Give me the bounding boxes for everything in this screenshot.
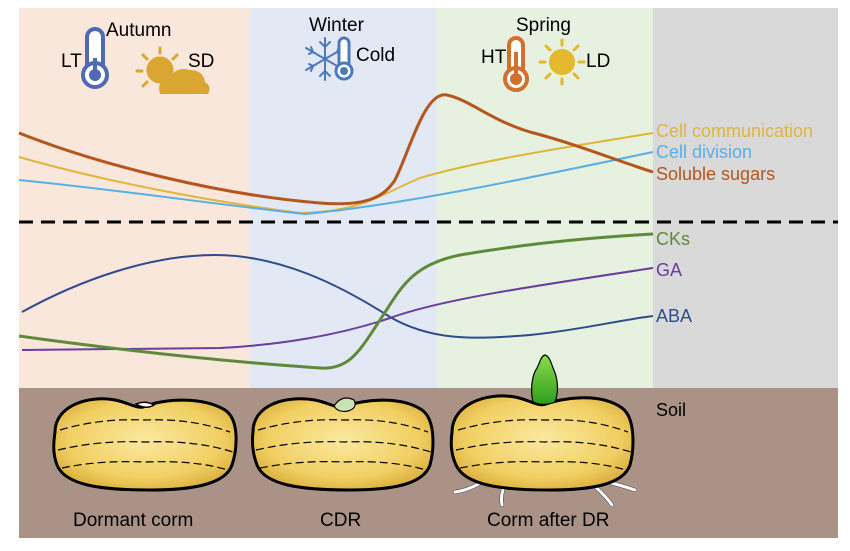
dormant-corm-label: Dormant corm [73, 510, 193, 531]
corm-after-dr-label: Corm after DR [487, 510, 609, 531]
cdr-label: CDR [320, 510, 361, 531]
cell-communication-curve [18, 132, 654, 215]
cdr-corm [251, 397, 435, 492]
cell-division-curve [18, 151, 654, 216]
winter-label: Winter [309, 15, 365, 36]
soluble-sugars-label: Soluble sugars [656, 164, 775, 184]
spring-temp-label: HT [481, 47, 507, 68]
spring-day-label: LD [586, 51, 610, 72]
ga-label: GA [656, 260, 682, 280]
ga-curve [21, 267, 654, 351]
gray-panel [653, 8, 838, 388]
spring-label: Spring [516, 15, 571, 36]
sun-icon [538, 38, 586, 86]
cell-communication-label: Cell communication [656, 121, 813, 141]
corm-after-dr [449, 354, 637, 507]
autumn-temp-label: LT [61, 51, 82, 72]
aba-curve [21, 253, 654, 339]
soil-label: Soil [656, 400, 686, 420]
cks-label: CKs [656, 229, 690, 249]
dormant-corm [52, 397, 238, 492]
soluble-sugars-curve [18, 93, 654, 206]
autumn-panel [19, 8, 250, 388]
cks-curve [18, 232, 654, 370]
sprout [531, 354, 559, 405]
sun-cloud-icon [135, 46, 210, 94]
thermometer-cold-icon [334, 36, 354, 81]
thermometer-high-icon [503, 36, 529, 92]
spring-panel [437, 8, 653, 388]
autumn-label: Autumn [106, 20, 171, 41]
thermometer-low-icon [81, 27, 109, 89]
winter-temp-label: Cold [356, 45, 395, 66]
aba-label: ABA [656, 306, 692, 326]
autumn-day-label: SD [188, 51, 214, 72]
cell-division-label: Cell division [656, 142, 752, 162]
